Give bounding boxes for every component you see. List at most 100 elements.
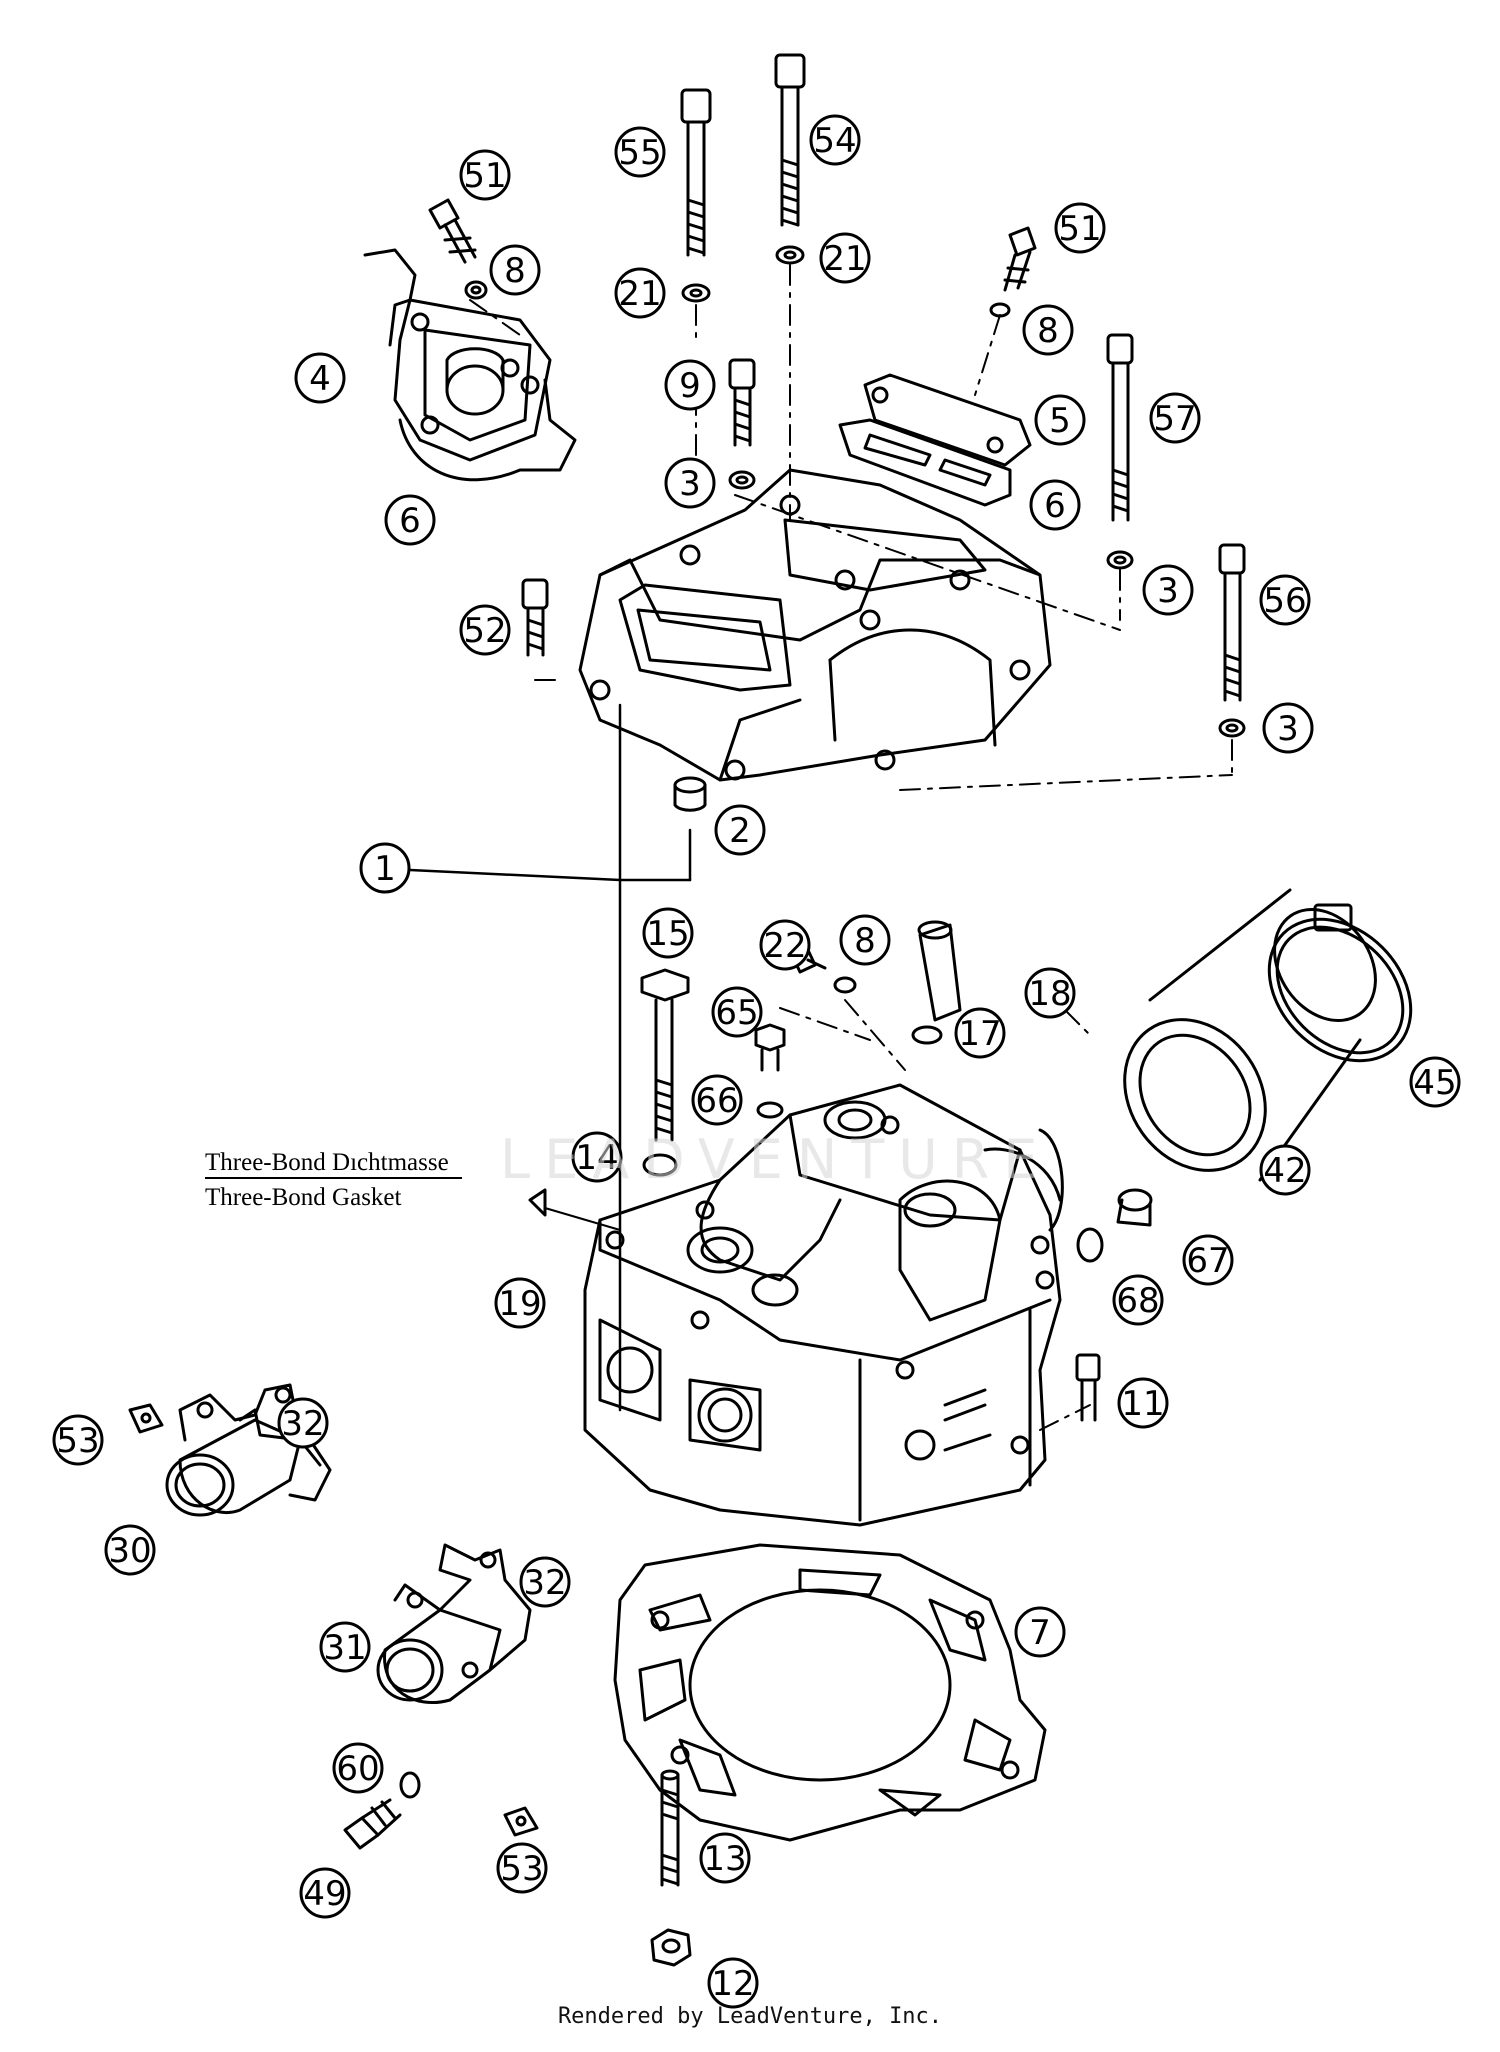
bolt-11: [1075, 1353, 1101, 1422]
callout-3-top: 3: [664, 457, 716, 509]
sealant-note-line2: Three-Bond Gasket: [205, 1184, 402, 1211]
svg-text:2: 2: [729, 811, 751, 851]
svg-text:3: 3: [1157, 571, 1179, 611]
bolt-52: [521, 578, 549, 657]
exhaust-flange-30: [165, 1408, 322, 1517]
small-fittings: [754, 920, 962, 1119]
svg-text:6: 6: [399, 501, 421, 541]
svg-text:57: 57: [1153, 399, 1196, 439]
washers: [464, 245, 1246, 738]
svg-text:1: 1: [374, 849, 396, 889]
callout-51-left: 51: [459, 149, 511, 201]
sealant-note: Three-Bond Dıchtmasse Three-Bond Gasket: [205, 1149, 462, 1211]
svg-text:18: 18: [1028, 974, 1071, 1014]
svg-text:31: 31: [323, 1628, 366, 1668]
callout-15: 15: [642, 907, 694, 959]
callout-5: 5: [1034, 394, 1086, 446]
svg-text:45: 45: [1413, 1063, 1456, 1103]
callout-11: 11: [1117, 1377, 1169, 1429]
callout-32-bottom: 32: [519, 1556, 571, 1608]
callout-30: 30: [104, 1524, 156, 1576]
callout-19: 19: [494, 1277, 546, 1329]
sealant-note-line1: Three-Bond Dıchtmasse: [205, 1149, 449, 1176]
callout-54: 54: [809, 114, 861, 166]
callout-60: 60: [332, 1742, 384, 1794]
callout-4: 4: [294, 352, 346, 404]
callout-51-right: 51: [1054, 202, 1106, 254]
callout-6-left: 6: [384, 494, 436, 546]
callout-1: 1: [359, 842, 411, 894]
leader-1: [408, 703, 692, 1412]
footer-credit: Rendered by LeadVenture, Inc.: [557, 2004, 943, 2029]
stud-13: [660, 1769, 680, 1887]
svg-text:19: 19: [498, 1284, 541, 1324]
svg-text:67: 67: [1186, 1241, 1229, 1281]
svg-text:56: 56: [1263, 581, 1306, 621]
bolt-51-left: [428, 198, 477, 264]
right-cover: [838, 373, 1032, 507]
svg-text:17: 17: [958, 1014, 1001, 1054]
callout-21-left: 21: [614, 267, 666, 319]
svg-text:68: 68: [1116, 1281, 1159, 1321]
callout-7: 7: [1014, 1606, 1066, 1658]
bolt-56: [1218, 543, 1246, 702]
callout-3-right: 3: [1262, 702, 1314, 754]
callout-67: 67: [1182, 1234, 1234, 1286]
callout-56: 56: [1259, 574, 1311, 626]
svg-text:8: 8: [504, 251, 526, 291]
sealant-dot: [528, 1188, 547, 1217]
svg-text:51: 51: [1058, 209, 1101, 249]
svg-text:12: 12: [711, 1964, 754, 2004]
callout-65: 65: [711, 986, 763, 1038]
svg-text:42: 42: [1263, 1151, 1306, 1191]
plug-2: [673, 776, 707, 812]
callout-32-top: 32: [277, 1397, 329, 1449]
svg-text:6: 6: [1044, 486, 1066, 526]
screw-49: [343, 1798, 402, 1850]
callout-13: 13: [699, 1832, 751, 1884]
svg-text:51: 51: [463, 156, 506, 196]
cylinder-head: [583, 1083, 1064, 1527]
gasket-53-top: [128, 1403, 164, 1434]
callout-12: 12: [707, 1957, 759, 2009]
watermark: LEADVENTURE: [500, 1128, 1052, 1191]
callouts: 51 8 4 6 55 54 21 21 9 3 51 8 5 6 57 3 5…: [52, 114, 1461, 2009]
svg-text:53: 53: [56, 1421, 99, 1461]
callout-2: 2: [714, 804, 766, 856]
svg-text:54: 54: [813, 121, 856, 161]
svg-text:3: 3: [1277, 709, 1299, 749]
svg-text:52: 52: [463, 611, 506, 651]
callout-52: 52: [459, 604, 511, 656]
plug-67: [1116, 1188, 1153, 1227]
nut-12: [650, 1928, 692, 1967]
svg-text:60: 60: [336, 1749, 379, 1789]
svg-text:3: 3: [679, 464, 701, 504]
callout-31: 31: [319, 1621, 371, 1673]
callout-9: 9: [664, 359, 716, 411]
gasket-53-bottom: [503, 1806, 539, 1837]
callout-6-right: 6: [1029, 479, 1081, 531]
clamp-45: [1267, 903, 1413, 1063]
o-ring-68: [1076, 1227, 1104, 1263]
callout-18: 18: [1024, 967, 1076, 1019]
washer-14: [642, 1153, 678, 1177]
svg-text:11: 11: [1121, 1384, 1164, 1424]
svg-text:21: 21: [823, 239, 866, 279]
svg-text:14: 14: [575, 1138, 618, 1178]
svg-text:13: 13: [703, 1839, 746, 1879]
callout-14: 14: [571, 1131, 623, 1183]
svg-text:55: 55: [618, 133, 661, 173]
callout-55: 55: [614, 126, 666, 178]
svg-text:53: 53: [500, 1849, 543, 1889]
callout-68: 68: [1112, 1274, 1164, 1326]
callout-66: 66: [691, 1074, 743, 1126]
left-cover: [363, 248, 552, 462]
callout-49: 49: [299, 1867, 351, 1919]
callout-57: 57: [1149, 392, 1201, 444]
assembly-lines: [469, 264, 1233, 1431]
svg-text:7: 7: [1029, 1613, 1051, 1653]
svg-text:32: 32: [281, 1404, 324, 1444]
bolt-51-right: [1003, 226, 1037, 292]
svg-text:30: 30: [108, 1531, 151, 1571]
